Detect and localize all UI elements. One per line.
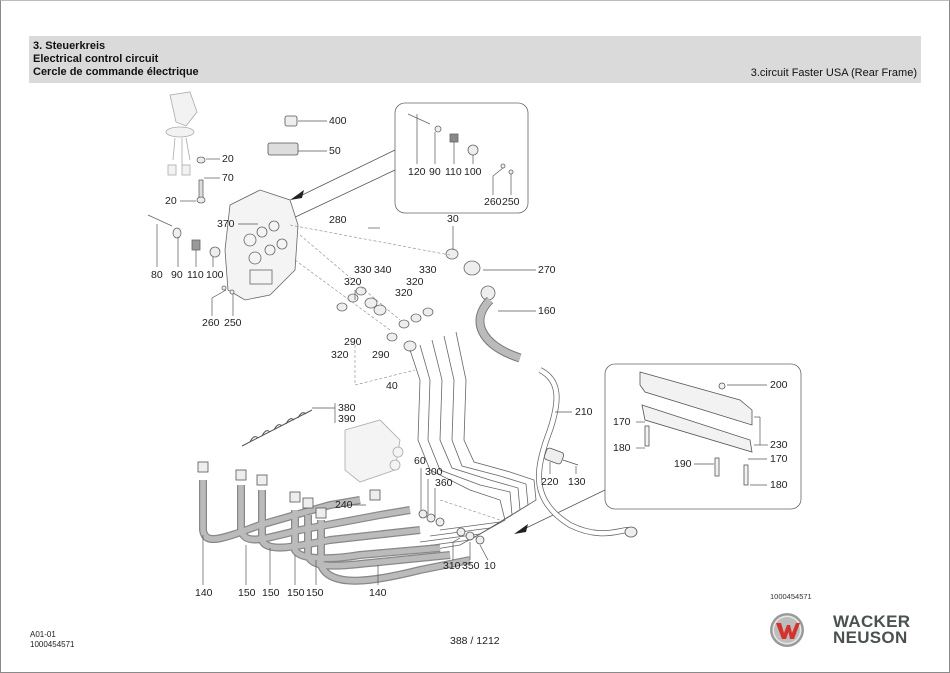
callout-360: 360 xyxy=(435,477,453,489)
callout-110: 110 xyxy=(187,269,204,281)
callout-90: 90 xyxy=(429,166,441,178)
arrowhead xyxy=(514,524,528,534)
footer-left: A01-01 1000454571 xyxy=(30,630,75,650)
callout-320: 320 xyxy=(395,287,413,299)
page-indicator: 388 / 1212 xyxy=(450,635,500,647)
callout-10: 10 xyxy=(484,560,496,572)
callout-250: 250 xyxy=(224,317,242,329)
callout-20: 20 xyxy=(222,153,234,165)
spiral-guard xyxy=(241,409,313,447)
callout-150: 150 xyxy=(262,587,280,599)
callout-300: 300 xyxy=(425,466,443,478)
callout-400: 400 xyxy=(329,115,347,127)
callout-150: 150 xyxy=(238,587,256,599)
callout-330: 330 xyxy=(419,264,437,276)
callout-20: 20 xyxy=(165,195,177,207)
callout-140: 140 xyxy=(195,587,213,599)
callout-150: 150 xyxy=(287,587,305,599)
callout-170: 170 xyxy=(770,453,788,465)
callout-320: 320 xyxy=(406,276,424,288)
callout-260: 260 xyxy=(202,317,220,329)
hydraulic-motor xyxy=(344,419,404,483)
callout-140: 140 xyxy=(369,587,387,599)
callout-380: 380 xyxy=(338,402,356,414)
callout-150: 150 xyxy=(306,587,324,599)
callout-60: 60 xyxy=(414,455,426,467)
control-valve-block xyxy=(224,189,299,301)
callout-280: 280 xyxy=(329,214,347,226)
callout-230: 230 xyxy=(770,439,788,451)
callout-270: 270 xyxy=(538,264,556,276)
callout-190: 190 xyxy=(674,458,692,470)
callout-170: 170 xyxy=(613,416,631,428)
pointer-line xyxy=(521,489,606,531)
callout-310: 310 xyxy=(443,560,461,572)
arrowhead xyxy=(290,190,304,200)
detail-box-valve-bolts xyxy=(394,102,529,214)
drawing-number: 1000454571 xyxy=(770,592,812,601)
callout-180: 180 xyxy=(770,479,788,491)
brand-line-2: NEUSON xyxy=(833,628,908,647)
callout-70: 70 xyxy=(222,172,234,184)
callout-100: 100 xyxy=(206,269,224,281)
callout-130: 130 xyxy=(568,476,586,488)
switch-part-400 xyxy=(284,115,298,127)
callout-40: 40 xyxy=(386,380,398,392)
callout-210: 210 xyxy=(575,406,593,418)
callout-240: 240 xyxy=(335,499,353,511)
callout-290: 290 xyxy=(372,349,390,361)
rocker-part-50 xyxy=(267,142,299,156)
callout-370: 370 xyxy=(217,218,235,230)
callout-320: 320 xyxy=(331,349,349,361)
section-header: 3. Steuerkreis Electrical control circui… xyxy=(29,36,921,83)
circuit-subtitle: 3.circuit Faster USA (Rear Frame) xyxy=(750,67,917,79)
callout-390: 390 xyxy=(338,413,356,425)
callout-290: 290 xyxy=(344,336,362,348)
callout-30: 30 xyxy=(447,213,459,225)
footer-doc-number: 1000454571 xyxy=(30,640,75,649)
brand-logo-text: WACKER NEUSON xyxy=(833,612,911,647)
callout-160: 160 xyxy=(538,305,556,317)
callout-120: 120 xyxy=(408,166,426,178)
joystick-handle xyxy=(165,91,198,176)
callout-260: 260 xyxy=(484,196,502,208)
footer-code: A01-01 xyxy=(30,630,56,639)
callout-200: 200 xyxy=(770,379,788,391)
pointer-line xyxy=(295,149,396,199)
callout-340: 340 xyxy=(374,264,392,276)
clamp-220 xyxy=(543,447,579,466)
detail-box-hose-clamp xyxy=(604,363,802,510)
callout-220: 220 xyxy=(541,476,559,488)
callout-90: 90 xyxy=(171,269,183,281)
callout-50: 50 xyxy=(329,145,341,157)
title-french: Cercle de commande électrique xyxy=(33,66,199,78)
callout-250: 250 xyxy=(502,196,520,208)
callout-110: 110 xyxy=(445,166,462,178)
brand-line-1: WACKER xyxy=(833,612,911,631)
callout-80: 80 xyxy=(151,269,163,281)
callout-330: 330 xyxy=(354,264,372,276)
wacker-neuson-w-icon xyxy=(770,613,804,647)
callout-320: 320 xyxy=(344,276,362,288)
title-english: Electrical control circuit xyxy=(33,53,159,65)
callout-100: 100 xyxy=(464,166,482,178)
callout-350: 350 xyxy=(462,560,480,572)
callout-180: 180 xyxy=(613,442,631,454)
title-german: 3. Steuerkreis xyxy=(33,40,106,52)
hose-clamp xyxy=(639,371,753,486)
